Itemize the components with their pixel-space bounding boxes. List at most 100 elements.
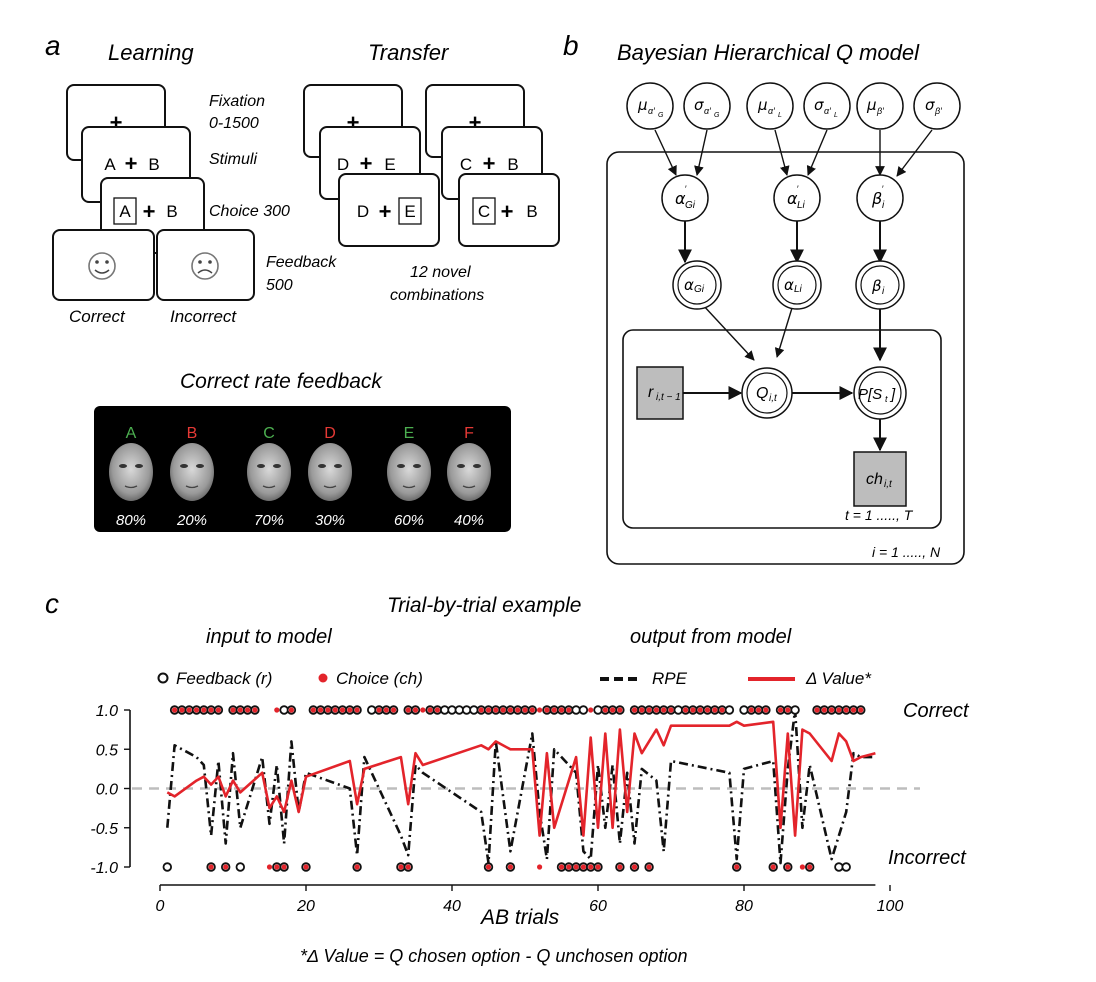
choice-correct-marker: [858, 707, 864, 713]
face-mouth: [402, 485, 416, 489]
svg-text:σ: σ: [925, 96, 935, 114]
face-percent: 70%: [254, 512, 284, 529]
model-edges: [654, 129, 933, 452]
transfer2-choice-screen: C + B: [458, 173, 560, 247]
choice-correct-marker: [850, 707, 857, 713]
stim-left-letter: A: [104, 155, 116, 174]
choice-incorrect-marker: [354, 864, 360, 870]
face-eye: [457, 464, 465, 468]
choice-correct-marker: [485, 707, 492, 713]
choice-correct-marker: [661, 707, 667, 713]
choice-incorrect-marker: [558, 864, 565, 870]
svg-text:σ: σ: [694, 96, 704, 114]
choice-correct-marker: [434, 707, 440, 713]
choice-correct-marker: [653, 707, 660, 713]
dvalue-series-line: [166, 720, 876, 837]
choice-correct-marker: [186, 707, 192, 713]
choice-label: Choice 300: [209, 203, 290, 220]
subject-plate: [606, 151, 965, 565]
correct-caption: Correct: [69, 307, 126, 326]
panel-c-title: Trial-by-trial example: [387, 594, 582, 617]
svg-text:G: G: [658, 112, 664, 119]
face-card: B 20%: [170, 425, 214, 529]
choice-correct-marker: [551, 707, 557, 713]
choice-correct-marker: [493, 707, 499, 713]
choice-incorrect-marker: [223, 864, 229, 870]
svg-text:σ: σ: [814, 96, 824, 114]
choice-correct-marker: [252, 707, 258, 713]
output-label: output from model: [630, 626, 792, 648]
choice-correct-marker: [478, 707, 484, 713]
choice-incorrect-marker: [303, 864, 309, 870]
svg-text:Li: Li: [794, 284, 803, 295]
choice-incorrect-marker: [770, 864, 776, 870]
face-mouth: [124, 485, 138, 489]
face-eye: [473, 464, 481, 468]
fixation-label: Fixation: [209, 93, 265, 110]
choice-incorrect-marker: [507, 864, 513, 870]
svg-text:r: r: [648, 384, 654, 401]
choice-correct-marker: [347, 707, 353, 713]
svg-text:α′: α′: [648, 106, 655, 116]
feedback-incorrect-screen: [156, 229, 255, 301]
svg-text:β: β: [871, 277, 882, 295]
stim-cross: +: [360, 151, 373, 176]
feedback-incorrect-marker: [841, 862, 851, 872]
choice-correct-marker: [704, 707, 711, 713]
legend-dvalue: Δ Value*: [805, 669, 872, 688]
face-eye: [397, 464, 405, 468]
svg-text:′: ′: [882, 184, 884, 194]
choice-correct-marker: [558, 707, 565, 713]
choice-right-letter: B: [526, 202, 537, 221]
svg-text:μ: μ: [637, 96, 648, 114]
transfer1-choice-screen: D + E: [338, 173, 440, 247]
stim-cross: +: [483, 151, 496, 176]
svg-text:t: t: [885, 394, 888, 404]
choice-incorrect-marker: [631, 864, 638, 870]
x-tick-label: 40: [443, 898, 461, 915]
svg-text:i: i: [882, 286, 885, 297]
choice-correct-marker: [332, 707, 338, 713]
choice-correct-marker: [646, 707, 652, 713]
choice-correct-marker: [821, 707, 827, 713]
face-card: F40%: [447, 425, 491, 529]
choice-correct-marker: [339, 707, 346, 713]
face-photo: [109, 443, 153, 501]
svg-text:Gi: Gi: [694, 284, 705, 295]
choice-incorrect-marker: [398, 864, 404, 870]
choice-incorrect-marker: [595, 864, 601, 870]
choice-correct-marker: [310, 707, 316, 713]
choice-incorrect-marker: [646, 864, 652, 870]
choice-cross: +: [379, 199, 392, 224]
face-percent: 20%: [176, 512, 207, 529]
chart-legend: Feedback (r) Choice (ch) RPE Δ Value*: [157, 669, 872, 688]
correct-rate-title: Correct rate feedback: [180, 370, 383, 393]
feedback-correct-marker: [790, 705, 800, 715]
face-letter: B: [187, 425, 198, 442]
choice-correct-marker: [668, 707, 674, 713]
face-letter: F: [464, 425, 474, 442]
choice-correct-marker: [602, 707, 608, 713]
input-label: input to model: [206, 626, 332, 648]
face-eye: [334, 464, 342, 468]
i-plate-label: i = 1 ....., N: [872, 544, 941, 560]
choice-incorrect-marker: [485, 864, 492, 870]
feedback-correct-screen: [52, 229, 155, 301]
face-eye: [257, 464, 265, 468]
choice-correct-marker: [245, 707, 251, 713]
choice-right-letter: B: [166, 202, 177, 221]
legend-rpe: RPE: [652, 669, 688, 688]
footnote: *Δ Value = Q chosen option - Q unchosen …: [300, 946, 688, 966]
face-card: E60%: [387, 425, 431, 529]
